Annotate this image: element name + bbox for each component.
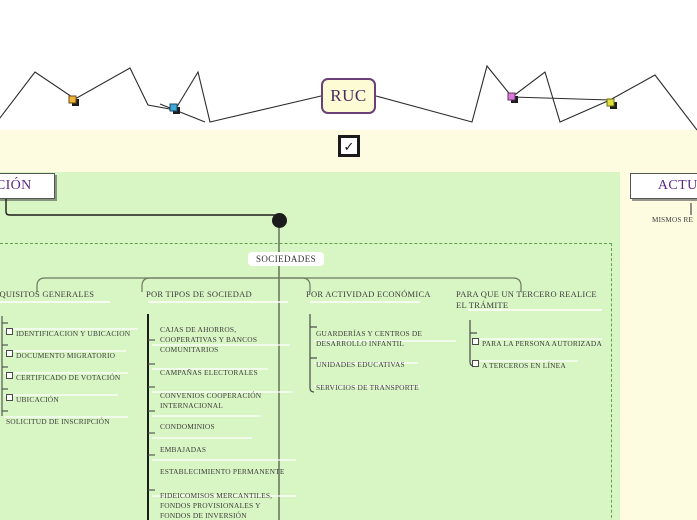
collapse-marker-orange	[68, 95, 79, 106]
list-item-label: IDENTIFICACION Y UBICACION	[16, 328, 131, 338]
branch-heading-por-tipos-de-sociedad[interactable]: POR TIPOS DE SOCIEDAD	[146, 289, 252, 299]
list-item-label: CONDOMINIOS	[160, 421, 215, 431]
header-box-actualizacion[interactable]: ACTUALI	[630, 173, 697, 199]
collapse-marker-blue	[169, 103, 180, 114]
list-item-label: UBICACIÓN	[16, 394, 59, 404]
list-item-label: SERVICIOS DE TRANSPORTE	[316, 382, 419, 392]
hub-node-dot[interactable]	[272, 213, 287, 228]
mismos-requisitos-label: MISMOS RE	[652, 216, 694, 224]
tree-connector-lines	[0, 199, 692, 520]
list-item-label: UNIDADES EDUCATIVAS	[316, 359, 405, 369]
list-item[interactable]: DOCUMENTO MIGRATORIO	[6, 340, 115, 361]
list-item[interactable]: CONVENIOS COOPERACIÓN INTERNACIONAL	[160, 381, 290, 411]
sociedades-node-pill[interactable]: SOCIEDADES	[248, 252, 325, 266]
list-item-label: A TERCEROS EN LÍNEA	[482, 360, 566, 370]
list-item-label: CONVENIOS COOPERACIÓN INTERNACIONAL	[160, 390, 262, 410]
list-item[interactable]: FIDEICOMISOS MERCANTILES, FONDOS PROVISI…	[160, 481, 290, 520]
list-item[interactable]: PARA LA PERSONA AUTORIZADA	[472, 328, 612, 349]
list-item[interactable]: GUARDERÍAS Y CENTROS DE DESARROLLO INFAN…	[316, 319, 441, 349]
branch-heading-por-actividad-economica[interactable]: POR ACTIVIDAD ECONÓMICA	[306, 289, 431, 299]
list-item-label: CAJAS DE AHORROS, COOPERATIVAS Y BANCOS …	[160, 324, 258, 354]
checkbox-icon[interactable]	[6, 371, 13, 379]
list-item-label: CAMPAÑAS ELECTORALES	[160, 367, 258, 377]
ruc-center-node[interactable]: RUC	[321, 78, 376, 114]
list-item[interactable]: UBICACIÓN	[6, 384, 59, 405]
check-glyph: ✓	[343, 138, 355, 154]
collapse-marker-magenta	[507, 92, 518, 103]
list-item-label: DOCUMENTO MIGRATORIO	[16, 350, 116, 360]
sociedades-node-label: SOCIEDADES	[256, 254, 317, 264]
branch-heading-para-que-un-tercero[interactable]: PARA QUE UN TERCERO REALICE EL TRÁMITE	[456, 289, 597, 311]
top-branch-lines	[0, 64, 697, 131]
list-item-label: GUARDERÍAS Y CENTROS DE DESARROLLO INFAN…	[316, 328, 423, 348]
checkbox-icon[interactable]	[6, 327, 13, 335]
collapse-marker-layer	[68, 92, 617, 114]
header-box-atencion[interactable]: NCIÓN	[0, 173, 55, 199]
header-box-atencion-label: NCIÓN	[0, 178, 32, 193]
list-item[interactable]: EMBAJADAS	[160, 435, 290, 455]
list-item-label: FIDEICOMISOS MERCANTILES, FONDOS PROVISI…	[160, 490, 273, 520]
list-item[interactable]: CAMPAÑAS ELECTORALES	[160, 358, 290, 378]
list-item[interactable]: IDENTIFICACION Y UBICACION	[6, 318, 130, 339]
checkbox-icon[interactable]	[472, 337, 479, 345]
list-item[interactable]: SOLICITUD DE INSCRIPCIÓN	[6, 407, 110, 427]
checkbox-icon[interactable]	[6, 393, 13, 401]
list-item-label: ESTABLECIMIENTO PERMANENTE	[160, 466, 285, 476]
list-item[interactable]: SERVICIOS DE TRANSPORTE	[316, 373, 441, 393]
checkbox-icon[interactable]	[472, 359, 479, 367]
list-item-label: EMBAJADAS	[160, 444, 207, 454]
checkbox-icon[interactable]	[6, 349, 13, 357]
header-box-actualizacion-label: ACTUALI	[657, 178, 697, 193]
checkbox-icon[interactable]: ✓	[338, 135, 360, 157]
list-item[interactable]: CONDOMINIOS	[160, 412, 290, 432]
list-item[interactable]: CERTIFICADO DE VOTACIÓN	[6, 362, 120, 383]
list-item[interactable]: ESTABLECIMIENTO PERMANENTE	[160, 457, 295, 477]
branch-heading-requisitos-generales[interactable]: EQUISITOS GENERALES	[0, 289, 95, 299]
list-item[interactable]: CAJAS DE AHORROS, COOPERATIVAS Y BANCOS …	[160, 315, 290, 355]
list-item-label: PARA LA PERSONA AUTORIZADA	[482, 338, 602, 348]
collapse-marker-yellow	[606, 98, 617, 109]
list-item-label: CERTIFICADO DE VOTACIÓN	[16, 372, 121, 382]
list-item-label: SOLICITUD DE INSCRIPCIÓN	[6, 416, 110, 426]
list-item[interactable]: UNIDADES EDUCATIVAS	[316, 350, 441, 370]
ruc-center-label: RUC	[330, 86, 367, 105]
list-item[interactable]: A TERCEROS EN LÍNEA	[472, 350, 612, 371]
